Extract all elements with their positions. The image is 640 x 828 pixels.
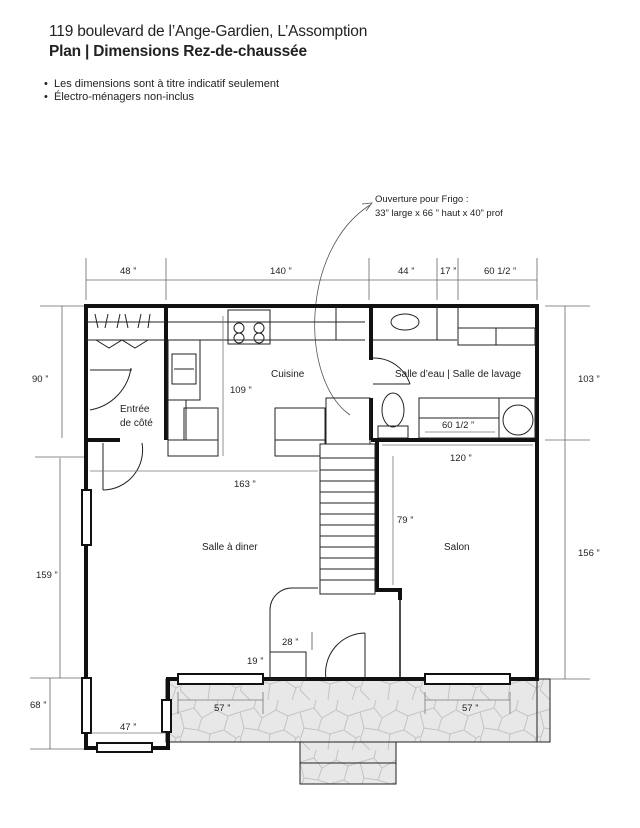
top-dimensions (85, 258, 538, 300)
kitchen-cabinets (167, 306, 371, 457)
room-label-salon: Salon (444, 542, 470, 553)
entry-closet (86, 313, 166, 411)
dim-right-156: 156 ” (578, 548, 600, 559)
dim-top-48: 48 ” (120, 266, 136, 277)
dim-salon-120: 120 ” (450, 453, 472, 464)
entry-door (102, 442, 144, 491)
dim-dining-163: 163 ” (234, 479, 256, 490)
note-item: Électro-ménagers non-inclus (44, 91, 279, 104)
left-dimensions (30, 305, 85, 750)
dim-top-17: 17 ” (440, 266, 456, 277)
note-item: Les dimensions sont à titre indicatif se… (44, 78, 279, 91)
dim-left-159: 159 ” (36, 570, 58, 581)
room-label-salle-diner: Salle à diner (202, 542, 258, 553)
front-porch (165, 678, 551, 743)
dim-right-103: 103 ” (578, 374, 600, 385)
fridge-annotation: Ouverture pour Frigo : 33” large x 66 ” … (314, 194, 503, 416)
window-lower-left (81, 677, 92, 734)
dim-top-60-1-2: 60 1/2 ” (484, 266, 516, 277)
dim-window-left-57: 57 ” (214, 703, 230, 714)
window-side (161, 699, 172, 733)
dim-left-68: 68 ” (30, 700, 46, 711)
window-front-left (177, 673, 264, 685)
room-label-entree-2: de côté (120, 418, 153, 429)
plan-subtitle: Plan | Dimensions Rez-de-chaussée (49, 43, 307, 60)
dim-top-140: 140 ” (270, 266, 292, 277)
dim-laundry-60-1-2: 60 1/2 ” (442, 420, 474, 431)
window-front-right (424, 673, 511, 685)
window-dining-left (81, 489, 92, 546)
hall-closet (269, 587, 366, 680)
room-label-salle-eau: Salle d’eau | Salle de lavage (395, 369, 521, 380)
dim-kitchen-109: 109 ” (230, 385, 252, 396)
dim-side-47: 47 ” (120, 722, 136, 733)
staircase (319, 443, 376, 595)
dim-left-90: 90 ” (32, 374, 48, 385)
bathroom-fixtures (372, 306, 536, 439)
dim-closet-28: 28 ” (282, 637, 298, 648)
fridge-annotation-line2: 33” large x 66 ” haut x 40” prof (375, 208, 503, 219)
room-label-cuisine: Cuisine (271, 369, 305, 380)
address-title: 119 boulevard de l’Ange-Gardien, L’Assom… (49, 23, 368, 40)
notes-list: Les dimensions sont à titre indicatif se… (44, 78, 279, 104)
plan-header: 119 boulevard de l’Ange-Gardien, L’Assom… (49, 22, 367, 62)
windows (81, 489, 511, 753)
right-dimensions (545, 305, 590, 680)
room-label-entree-1: Entrée (120, 404, 150, 415)
fridge-annotation-line1: Ouverture pour Frigo : (375, 194, 468, 205)
exterior-walls (84, 304, 539, 750)
dim-window-right-57: 57 ” (462, 703, 478, 714)
dim-top-44: 44 ” (398, 266, 414, 277)
window-bottom (96, 742, 153, 753)
dim-salon-79: 79 ” (397, 515, 413, 526)
dim-closet-19: 19 ” (247, 656, 263, 667)
